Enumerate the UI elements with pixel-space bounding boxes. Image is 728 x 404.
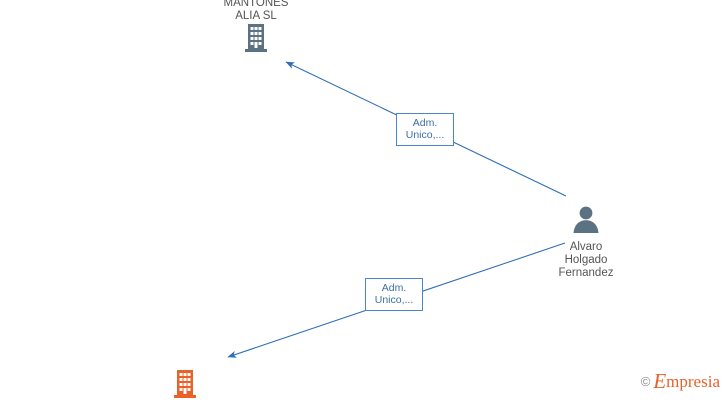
node-company-top-label: MANTONES ALIA SL <box>223 0 289 22</box>
brand-initial: E <box>653 369 667 393</box>
node-company-bottom[interactable] <box>115 369 255 404</box>
person-icon <box>516 204 656 239</box>
watermark: © E mpresia <box>641 369 720 394</box>
office-building-icon <box>186 23 326 58</box>
node-person[interactable]: Alvaro Holgado Fernandez <box>516 204 656 280</box>
copyright-symbol: © <box>640 374 651 389</box>
edge-label-top[interactable]: Adm. Unico,... <box>396 113 454 146</box>
brand-name: mpresia <box>666 371 720 391</box>
office-building-icon <box>115 369 255 404</box>
node-person-label: Alvaro Holgado Fernandez <box>558 241 614 279</box>
node-company-top[interactable]: MANTONES ALIA SL <box>186 0 326 58</box>
edge-label-bottom[interactable]: Adm. Unico,... <box>365 278 423 311</box>
